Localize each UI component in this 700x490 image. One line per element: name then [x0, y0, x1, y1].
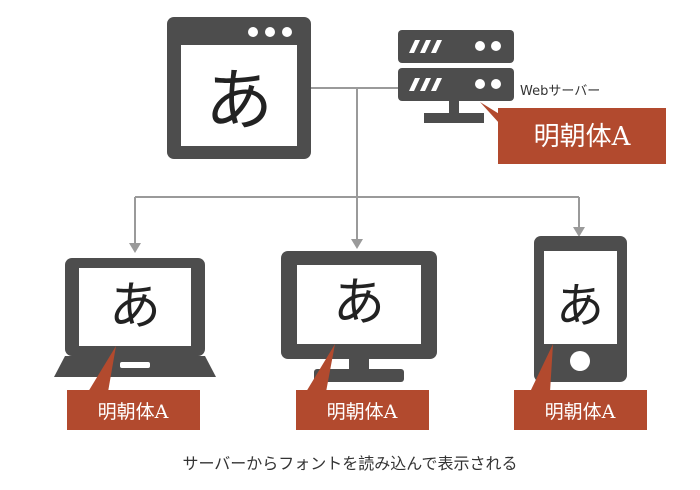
- window-dot-icon: [248, 27, 258, 37]
- home-button-icon: [570, 351, 590, 371]
- laptop-glyph: あ: [109, 277, 161, 337]
- connector-arrowheads: [129, 227, 585, 253]
- connector-lines: [134, 87, 580, 244]
- arrow-to-monitor: [351, 239, 363, 249]
- server-font-callout: 明朝体A: [480, 102, 666, 164]
- laptop-font-name: 明朝体A: [98, 401, 169, 423]
- diagram-caption: サーバーからフォントを読み込んで表示される: [182, 454, 518, 473]
- smartphone-glyph: あ: [556, 278, 604, 334]
- window-dot-icon: [282, 27, 292, 37]
- monitor-font-name: 明朝体A: [327, 401, 398, 423]
- smartphone-font-name: 明朝体A: [545, 401, 616, 423]
- monitor-glyph: あ: [333, 273, 385, 333]
- server-label: Webサーバー: [520, 84, 600, 99]
- browser-window: あ: [167, 17, 311, 159]
- arrow-to-smartphone: [573, 227, 585, 237]
- laptop-font-callout: 明朝体A: [67, 346, 200, 430]
- monitor-icon: あ: [281, 251, 437, 382]
- window-dot-icon: [265, 27, 275, 37]
- smartphone-font-callout: 明朝体A: [514, 344, 647, 430]
- server-icon: [398, 30, 514, 123]
- laptop-icon: あ: [54, 258, 216, 377]
- smartphone-icon: あ: [534, 236, 627, 382]
- browser-glyph: あ: [205, 62, 273, 141]
- monitor-font-callout: 明朝体A: [296, 344, 429, 430]
- server-font-name: 明朝体A: [534, 122, 632, 152]
- arrow-to-laptop: [129, 243, 141, 253]
